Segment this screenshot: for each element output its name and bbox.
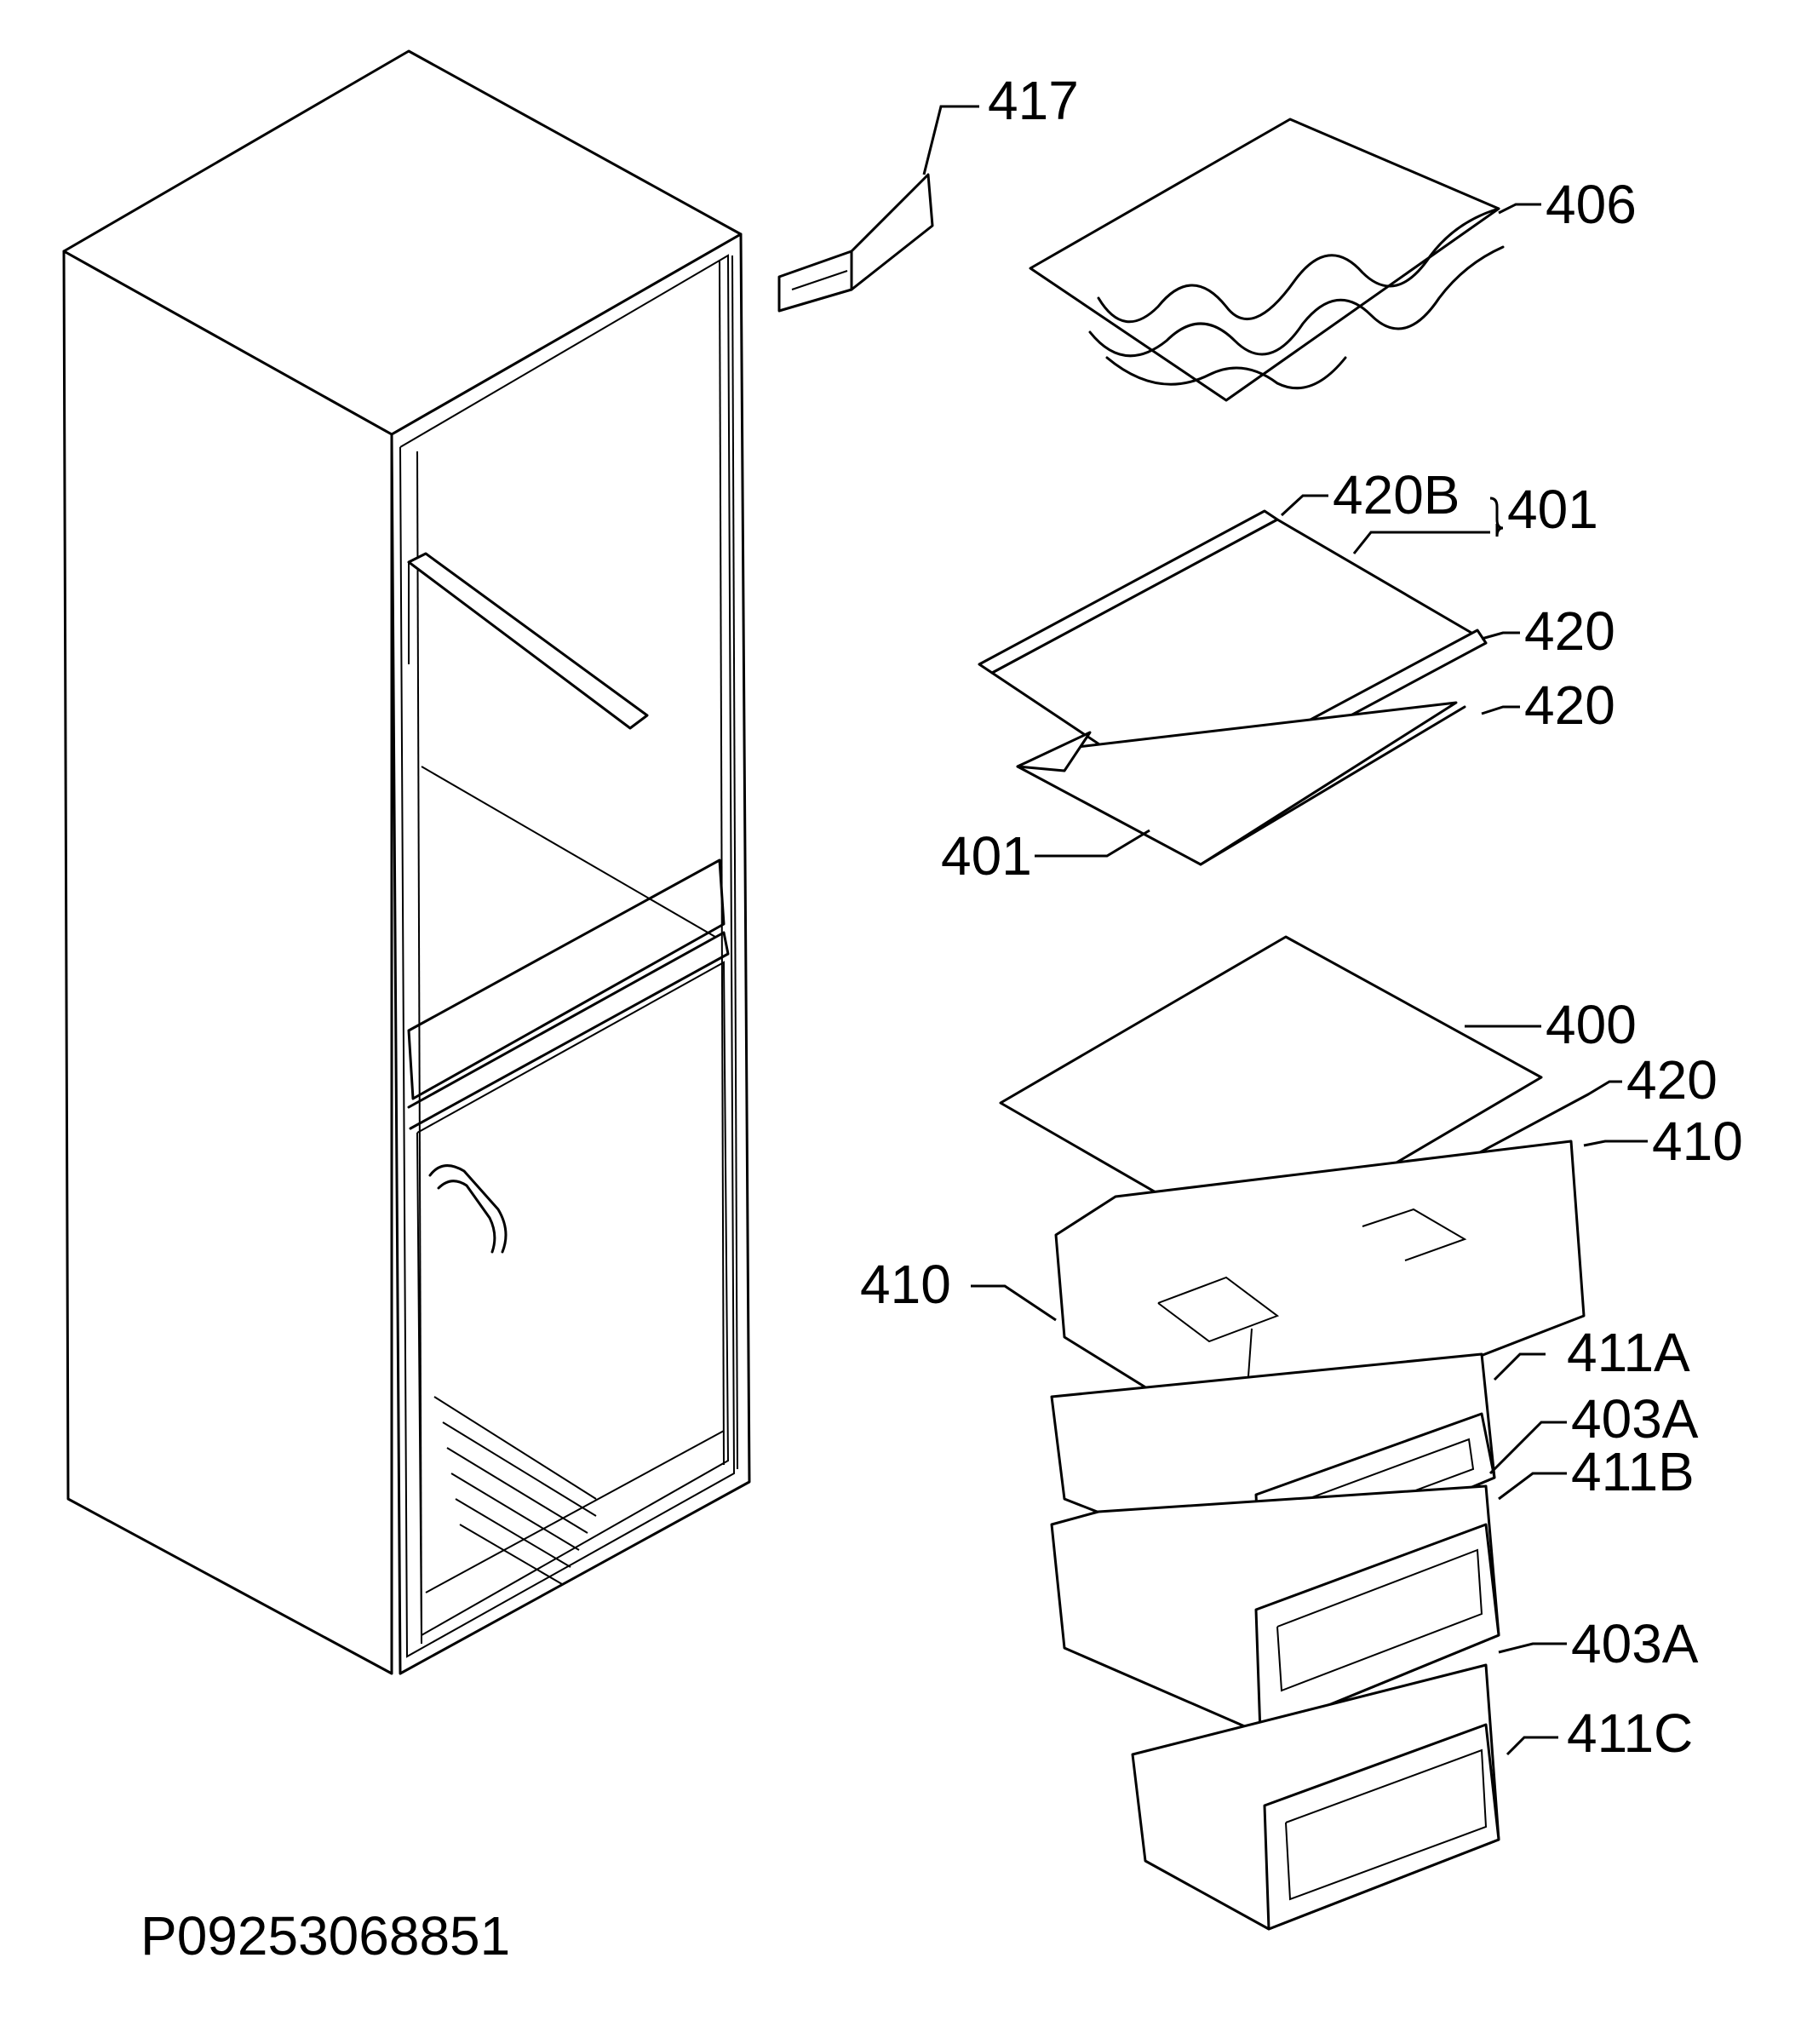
part-417-hinge xyxy=(777,173,934,313)
callout-403a-upper: 403A xyxy=(1571,1388,1699,1450)
callout-401-lower: 401 xyxy=(941,825,1032,887)
drawing-code: P09253068851 xyxy=(141,1905,510,1966)
callout-410-right: 410 xyxy=(1652,1111,1743,1172)
callout-406: 406 xyxy=(1546,174,1637,235)
callout-403a-lower: 403A xyxy=(1571,1613,1699,1674)
callout-labels: 417 406 420B 401 420 420 401 400 420 410… xyxy=(860,70,1743,1764)
part-401-glass-shelf-lower xyxy=(1016,701,1466,866)
callout-411c: 411C xyxy=(1567,1702,1693,1764)
callout-420-a: 420 xyxy=(1524,600,1615,662)
leader-lines xyxy=(922,105,1648,1756)
part-410-crisper-drawer xyxy=(1054,1140,1586,1450)
part-411b-freezer-drawer xyxy=(1050,1484,1500,1735)
callout-411b: 411B xyxy=(1571,1441,1695,1502)
refrigerator-cabinet xyxy=(62,49,751,1675)
callout-410-left: 410 xyxy=(860,1254,951,1315)
callout-401-upper: 401 xyxy=(1507,479,1598,540)
callout-420-b: 420 xyxy=(1524,675,1615,736)
part-411c-freezer-drawer xyxy=(1131,1663,1500,1931)
callout-400: 400 xyxy=(1546,994,1637,1055)
callout-420-c: 420 xyxy=(1626,1049,1718,1111)
part-406-bottle-rack xyxy=(1029,118,1505,402)
callout-417: 417 xyxy=(988,70,1079,131)
callout-420b: 420B xyxy=(1333,464,1460,525)
callout-411a: 411A xyxy=(1567,1322,1690,1383)
